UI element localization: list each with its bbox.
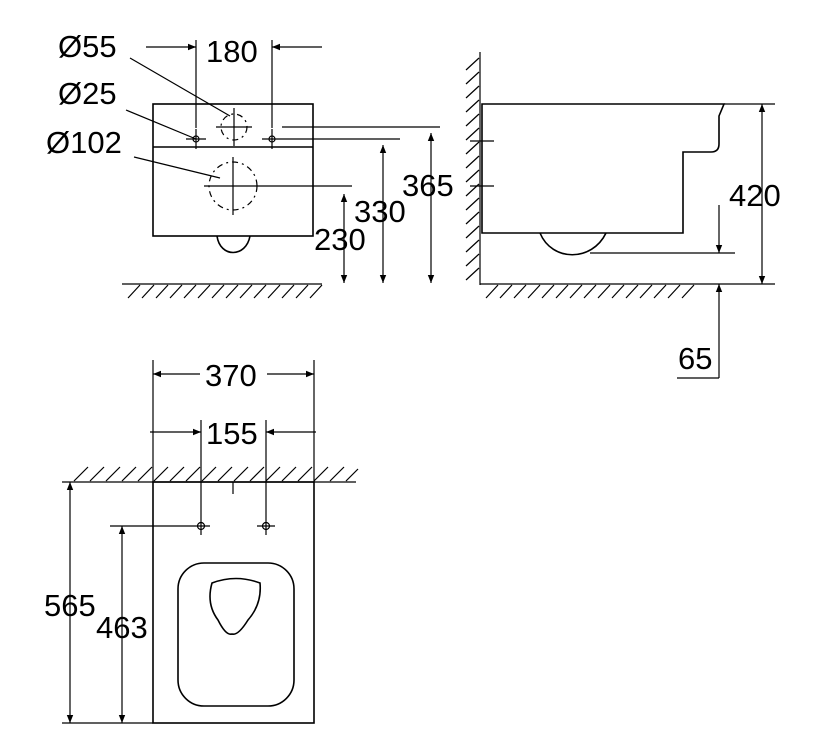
dim-inlet-height: 330 (354, 194, 406, 229)
front-floor (122, 283, 323, 299)
dim-inlet-diameter: Ø25 (58, 76, 117, 111)
drain-circle (204, 157, 262, 215)
fixing-right (257, 517, 275, 535)
side-floor (480, 283, 700, 299)
dim-fixing-depth: 463 (96, 610, 148, 645)
dim-rim-height: 420 (729, 178, 781, 213)
dim-drain-height: 230 (314, 222, 366, 257)
dim-clearance: 65 (678, 341, 712, 376)
inlet-right (262, 129, 282, 149)
dim-drain-diameter: Ø102 (46, 125, 122, 160)
side-toilet-body (481, 103, 726, 256)
dim-fixing-spacing: 155 (206, 416, 258, 451)
fixing-left (192, 517, 210, 535)
dim-outlet-diameter: Ø55 (58, 29, 117, 64)
top-view: 370 155 565 463 (44, 358, 359, 724)
front-toilet-body (152, 103, 314, 254)
dim-fixing-height: 365 (402, 168, 454, 203)
side-view: 420 65 (465, 52, 781, 379)
top-toilet-body (152, 481, 315, 724)
front-view: 180 Ø55 Ø25 Ø102 230 330 365 (46, 29, 454, 299)
dim-length: 565 (44, 588, 96, 623)
side-wall (465, 52, 481, 285)
dim-pipe-spacing: 180 (206, 34, 258, 69)
outlet-circle (216, 108, 252, 146)
dim-width: 370 (205, 358, 257, 393)
